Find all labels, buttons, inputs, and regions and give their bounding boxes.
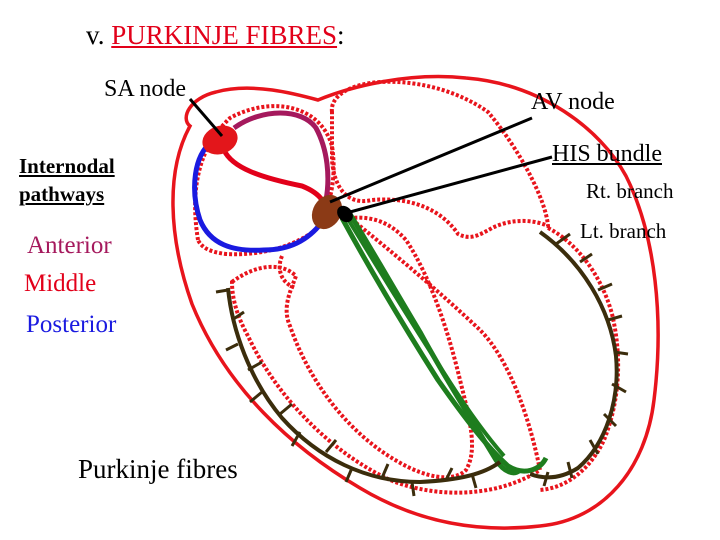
sa-node-label: SA node (104, 76, 186, 103)
his-bundle-pointer (350, 157, 552, 212)
internodal-pathways-label: Internodal pathways (19, 152, 159, 208)
sa-node-pointer (190, 99, 222, 136)
his-bundle-right-branch (350, 214, 520, 473)
title-prefix: v. (86, 20, 111, 50)
slide-title: v. PURKINJE FIBRES: (86, 20, 345, 51)
rt-branch-label: Rt. branch (586, 179, 673, 204)
posterior-pathway (195, 142, 322, 250)
title-suffix: : (337, 20, 345, 50)
purkinje-right-wall (530, 232, 617, 477)
middle-pathway (224, 150, 322, 200)
purkinje-fibres-label: Purkinje fibres (78, 454, 238, 485)
his-bundle-label: HIS bundle (552, 141, 662, 168)
middle-label: Middle (24, 270, 96, 298)
av-node-label: AV node (531, 89, 615, 116)
lt-branch-label: Lt. branch (580, 219, 666, 244)
right-atrium-outline (332, 82, 548, 237)
purkinje-twigs (216, 234, 628, 496)
posterior-label: Posterior (26, 311, 116, 339)
anterior-label: Anterior (27, 232, 112, 260)
purkinje-left-wall (228, 288, 500, 482)
title-main: PURKINJE FIBRES (111, 20, 337, 50)
anterior-pathway (234, 113, 328, 200)
